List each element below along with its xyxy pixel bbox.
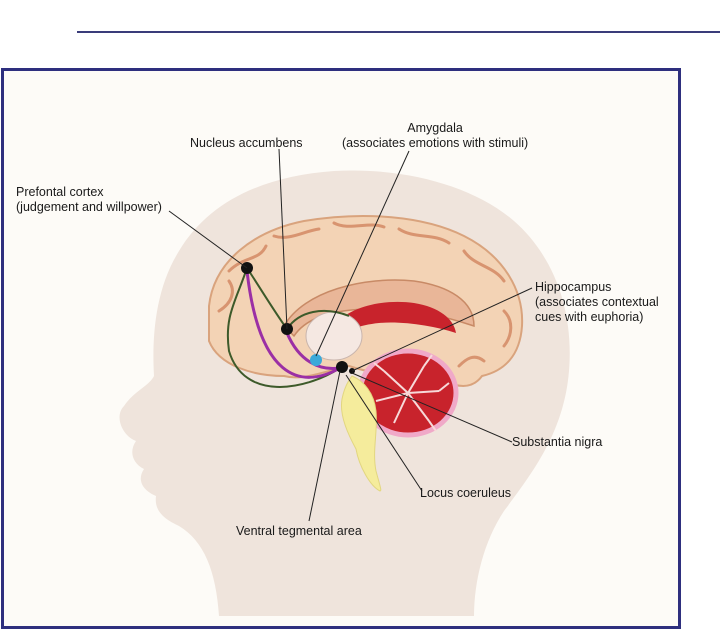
amygdala-label: Amygdala (associates emotions with stimu… — [342, 121, 528, 151]
locus-coeruleus-label: Locus coeruleus — [420, 486, 511, 501]
diagram-frame: Nucleus accumbens Amygdala (associates e… — [1, 68, 681, 629]
brain-illustration — [4, 71, 678, 626]
hippocampus-label: Hippocampus (associates contextual cues … — [535, 280, 659, 325]
thalamus — [306, 312, 362, 360]
vta-node — [336, 361, 348, 373]
nucleus-accumbens-label: Nucleus accumbens — [190, 136, 303, 151]
prefrontal-label: Prefontal cortex (judgement and willpowe… — [16, 185, 162, 215]
substantia-nigra-label: Substantia nigra — [512, 435, 602, 450]
vta-label: Ventral tegmental area — [236, 524, 362, 539]
header-rule — [77, 31, 720, 33]
